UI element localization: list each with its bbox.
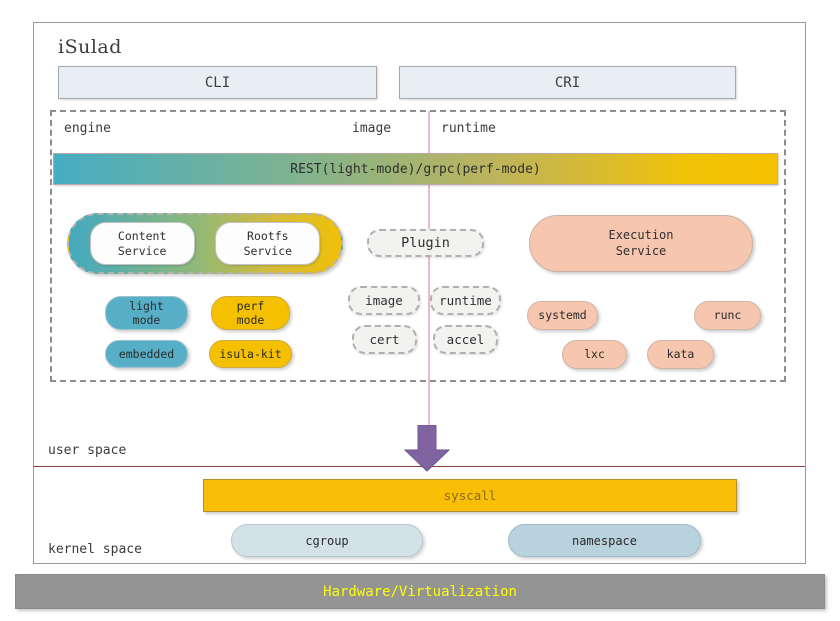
plugin-main[interactable]: Plugin — [367, 229, 484, 257]
execution-service[interactable]: Execution Service — [529, 215, 753, 272]
hardware-bar: Hardware/Virtualization — [15, 574, 825, 609]
user-kernel-divider — [34, 466, 805, 467]
vertical-divider — [428, 111, 430, 425]
mode-isula-kit[interactable]: isula-kit — [209, 340, 292, 368]
interface-box-cli[interactable]: CLI — [58, 66, 377, 99]
mode-perf[interactable]: perf mode — [211, 296, 290, 330]
service-rootfs[interactable]: Rootfs Service — [215, 222, 321, 265]
mode-embedded[interactable]: embedded — [105, 340, 188, 368]
column-label-image: image — [352, 121, 392, 136]
isulad-panel — [33, 22, 806, 564]
plugin-image[interactable]: image — [348, 286, 420, 315]
plugin-cert[interactable]: cert — [352, 325, 417, 354]
syscall-bar[interactable]: syscall — [203, 479, 737, 512]
mode-light[interactable]: light mode — [105, 296, 188, 330]
runtime-systemd[interactable]: systemd — [527, 301, 598, 330]
hardware-label: Hardware/Virtualization — [323, 583, 517, 600]
down-arrow-icon — [404, 425, 450, 472]
kernel-namespace[interactable]: namespace — [508, 524, 701, 557]
page-title: iSulad — [58, 36, 122, 58]
label-user-space: user space — [48, 443, 127, 458]
runtime-kata[interactable]: kata — [647, 340, 714, 369]
kernel-cgroup[interactable]: cgroup — [231, 524, 423, 557]
column-label-engine: engine — [64, 121, 111, 136]
interface-label-cri: CRI — [554, 74, 581, 91]
runtime-lxc[interactable]: lxc — [562, 340, 627, 369]
syscall-label: syscall — [443, 488, 497, 503]
interface-box-cri[interactable]: CRI — [399, 66, 736, 99]
service-capsule: Content Service Rootfs Service — [67, 213, 343, 274]
plugin-runtime[interactable]: runtime — [430, 286, 501, 315]
plugin-accel[interactable]: accel — [433, 325, 498, 354]
engine-dashed-container — [50, 110, 786, 382]
interface-label-cli: CLI — [204, 74, 231, 91]
label-kernel-space: kernel space — [48, 542, 142, 557]
api-bar[interactable]: REST(light-mode)/grpc(perf-mode) — [53, 153, 778, 185]
runtime-runc[interactable]: runc — [694, 301, 761, 330]
column-label-runtime: runtime — [441, 121, 496, 136]
api-bar-label: REST(light-mode)/grpc(perf-mode) — [290, 161, 541, 177]
service-content[interactable]: Content Service — [89, 222, 195, 265]
